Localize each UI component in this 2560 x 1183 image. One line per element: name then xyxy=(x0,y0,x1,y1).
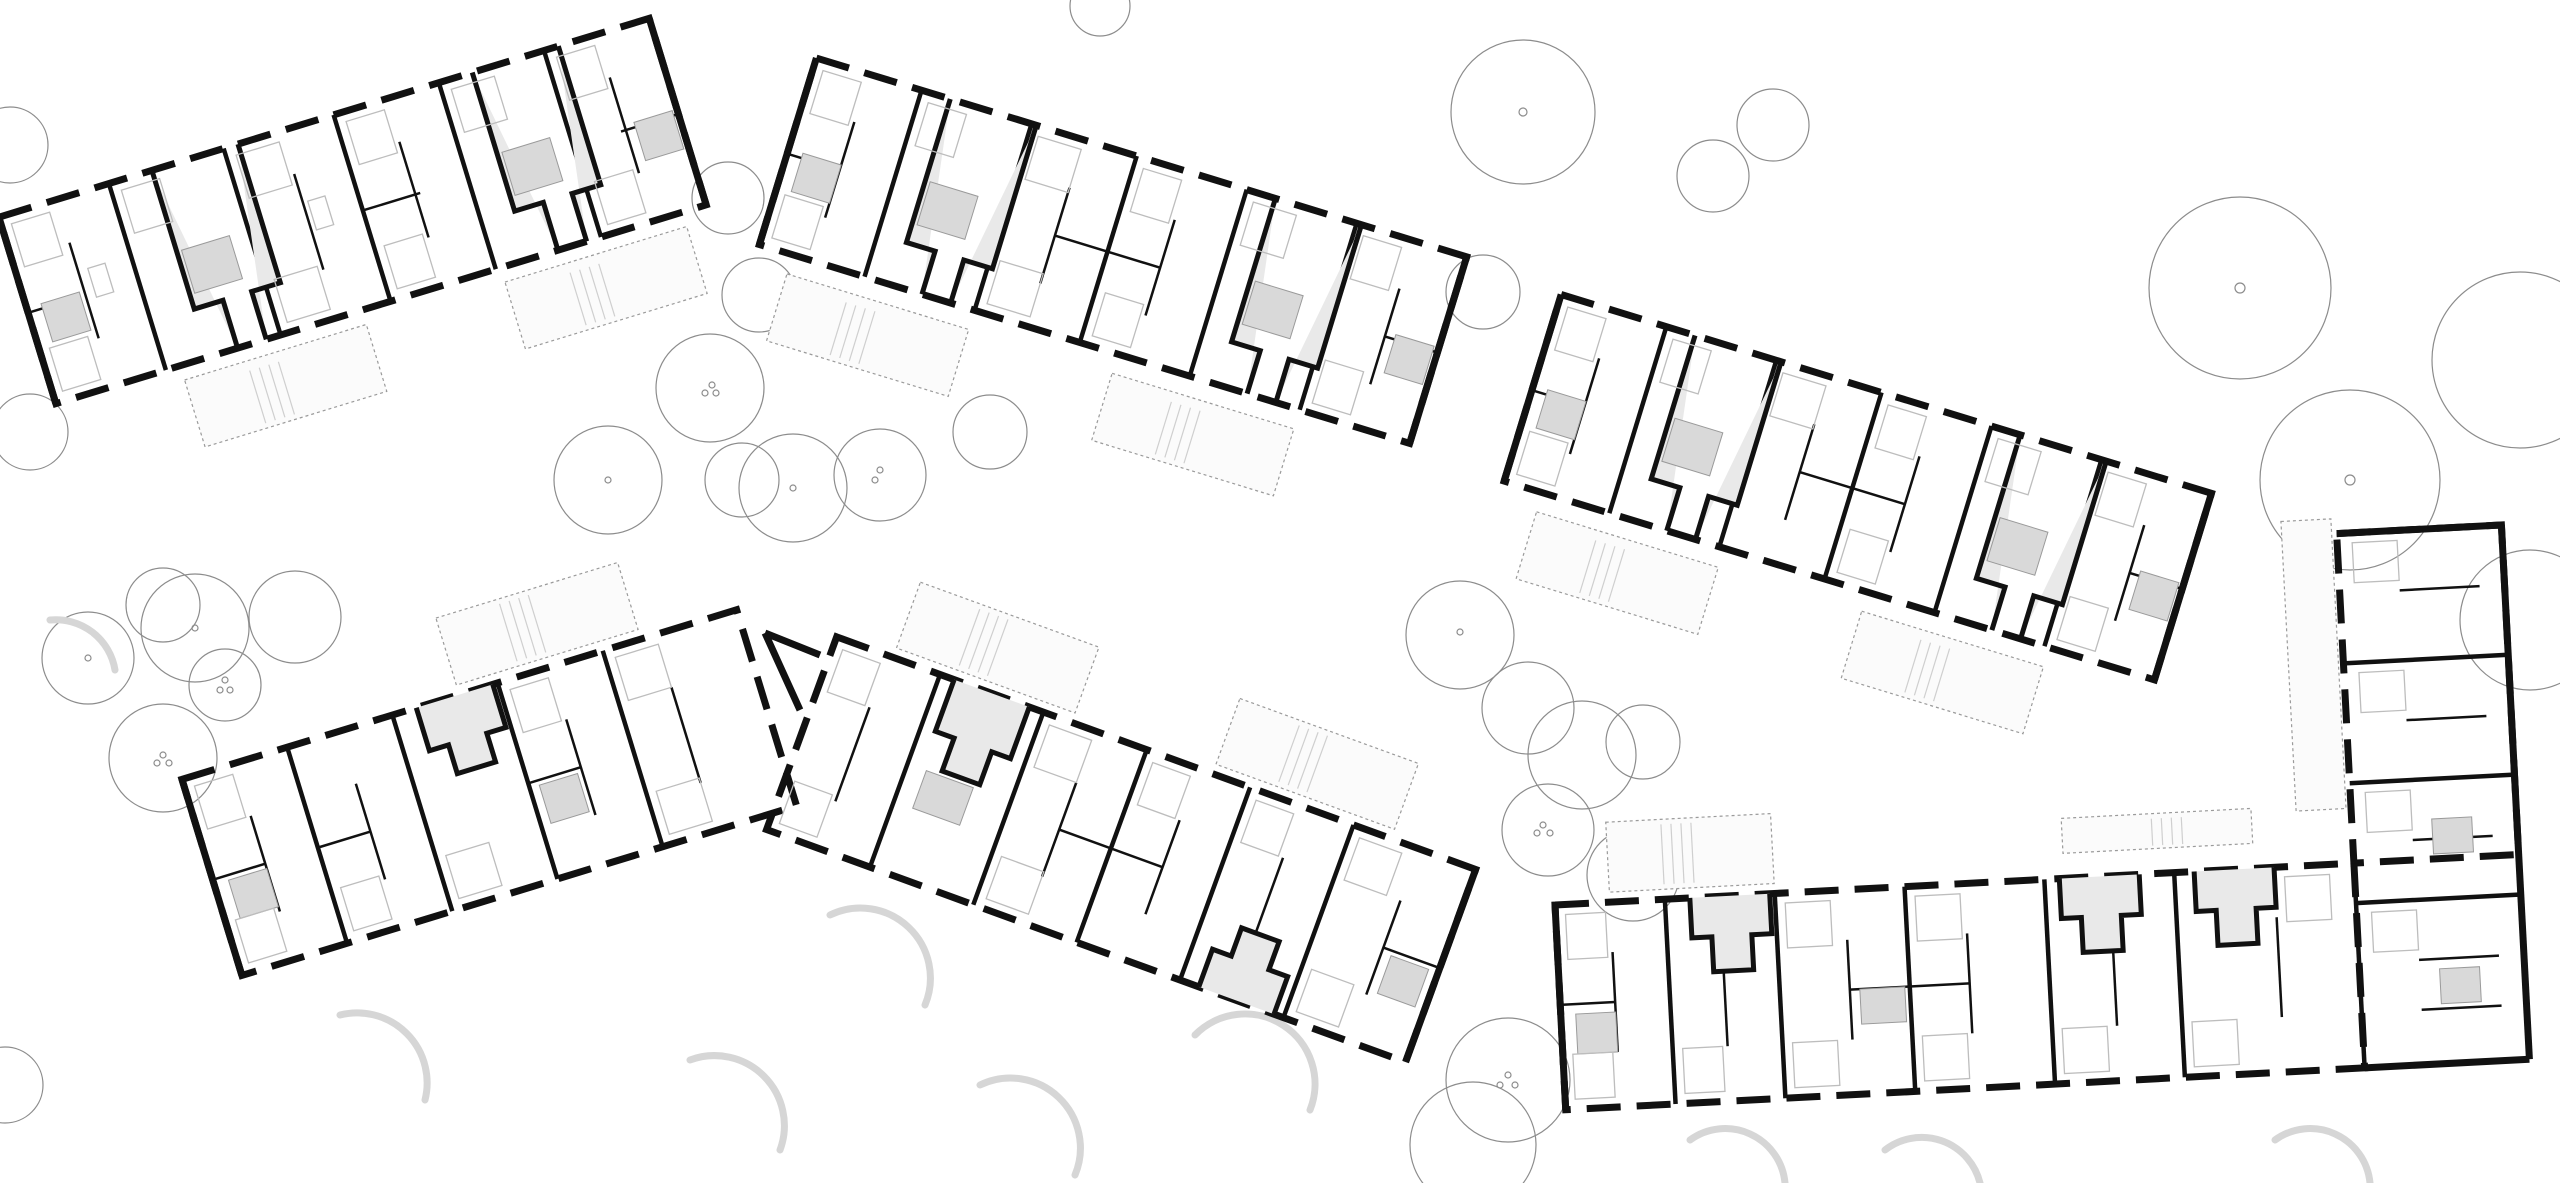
tree xyxy=(1481,661,1575,755)
party-walls xyxy=(786,89,1438,411)
furniture xyxy=(1515,306,2148,653)
building-4-east-wing xyxy=(762,581,1481,1067)
tree xyxy=(1405,580,1515,690)
tree xyxy=(1605,704,1681,780)
building-4-west-wing xyxy=(177,561,801,980)
tree xyxy=(952,394,1028,470)
stair-cores xyxy=(912,678,1430,1016)
party-walls xyxy=(212,650,702,944)
tree xyxy=(1409,1081,1537,1183)
building-4-knuckle xyxy=(761,629,822,712)
tree xyxy=(2148,196,2332,380)
tree xyxy=(108,703,218,813)
tree xyxy=(140,573,250,683)
stair-cores xyxy=(1575,816,2482,1055)
tree xyxy=(1527,700,1637,810)
exterior-wall xyxy=(1499,290,2216,685)
tree xyxy=(0,1046,44,1124)
stair-cores xyxy=(227,683,590,920)
furniture xyxy=(771,69,1403,416)
balcony xyxy=(1605,518,2347,893)
furniture xyxy=(1564,539,2420,1100)
furniture xyxy=(193,643,714,964)
tree xyxy=(188,648,262,722)
tree xyxy=(0,393,69,471)
balcony xyxy=(1515,511,2045,735)
building-1 xyxy=(0,14,711,448)
stair-cores xyxy=(1535,334,2180,640)
tree xyxy=(125,567,201,643)
tree xyxy=(655,333,765,443)
tree xyxy=(704,442,780,518)
furniture xyxy=(778,648,1403,1028)
building-2 xyxy=(755,53,1472,497)
tree xyxy=(2259,389,2441,571)
tree xyxy=(1450,39,1596,185)
furniture xyxy=(10,44,647,392)
stair-cores xyxy=(790,98,1435,404)
party-walls xyxy=(834,673,1441,1019)
tree xyxy=(1501,783,1595,877)
tree-shadows xyxy=(46,616,2374,1183)
tree xyxy=(248,570,342,664)
tree xyxy=(2431,271,2560,449)
tree xyxy=(691,161,765,235)
tree xyxy=(41,611,135,705)
balcony xyxy=(765,273,1295,497)
tree xyxy=(1445,254,1521,330)
balcony xyxy=(435,561,639,686)
tree xyxy=(833,428,927,522)
tree xyxy=(1676,139,1750,213)
tree xyxy=(553,425,663,535)
party-walls xyxy=(1531,326,2183,647)
exterior-wall-north-wing xyxy=(2332,521,2523,867)
building-3 xyxy=(1499,290,2216,735)
tree xyxy=(2459,549,2560,691)
exterior-wall xyxy=(762,632,1481,1067)
balcony xyxy=(183,225,708,448)
balcony xyxy=(895,581,1420,831)
party-walls xyxy=(1560,584,2521,1105)
tree xyxy=(1445,1017,1571,1143)
tree xyxy=(0,106,49,184)
tree xyxy=(738,433,848,543)
tree xyxy=(1069,0,1131,37)
tree xyxy=(1736,88,1810,162)
